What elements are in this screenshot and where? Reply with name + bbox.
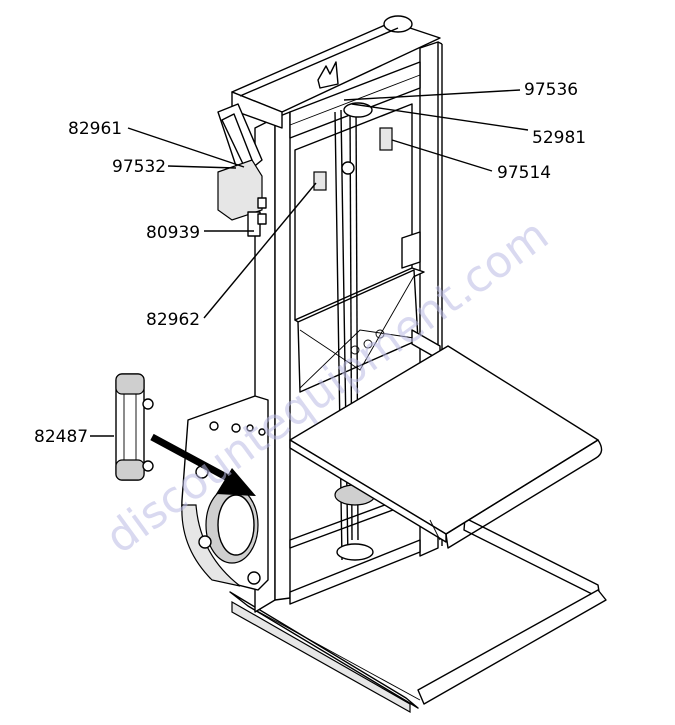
label-80939: 80939: [146, 223, 200, 243]
arrow-icon: [150, 433, 256, 496]
chains: [334, 102, 376, 561]
label-97536: 97536: [524, 80, 578, 100]
label-52981: 52981: [532, 128, 586, 148]
label-97514: 97514: [497, 163, 551, 183]
label-97532: 97532: [112, 157, 166, 177]
label-82962: 82962: [146, 310, 200, 330]
carriage: [294, 103, 441, 393]
crank-handle: [115, 373, 154, 481]
label-82961: 82961: [68, 119, 122, 139]
load-platform: [289, 345, 603, 549]
leader-lines: [90, 89, 529, 437]
label-82487: 82487: [34, 427, 88, 447]
top-head: [217, 15, 441, 237]
base-rails: [229, 517, 607, 714]
